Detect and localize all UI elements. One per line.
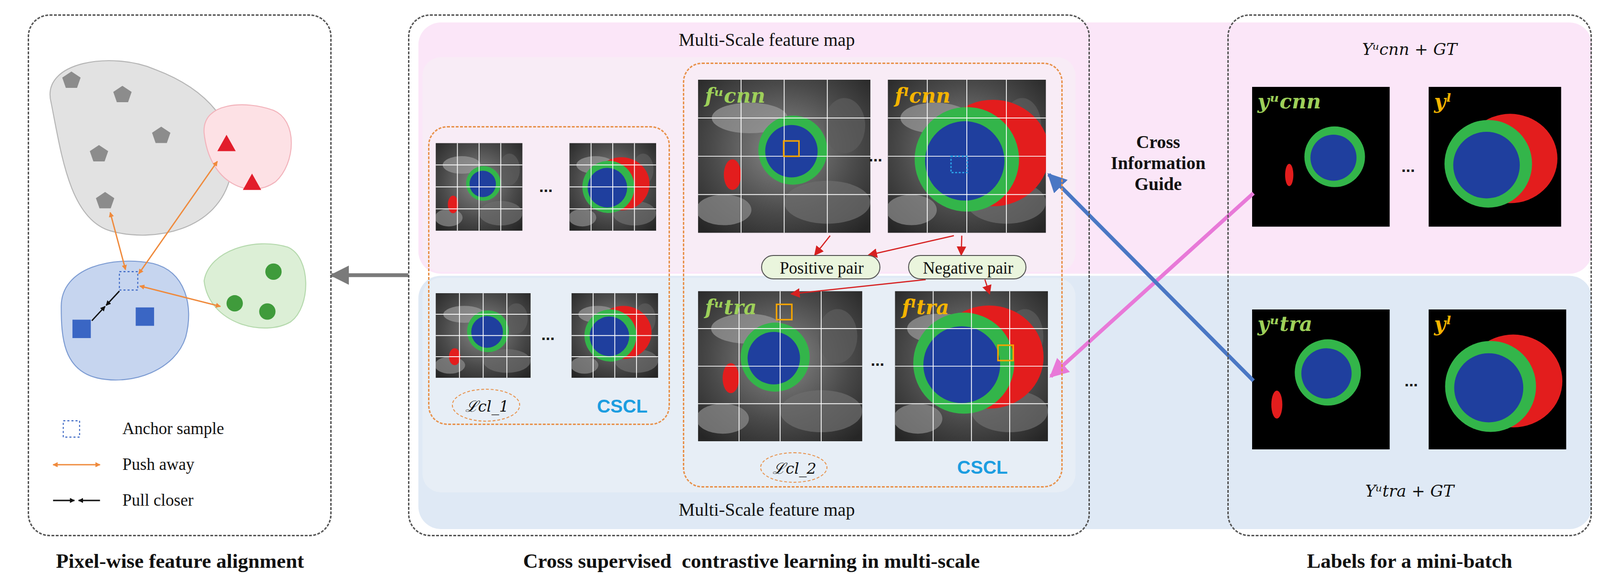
image-group [434, 79, 1567, 450]
pink-cluster [204, 104, 292, 189]
node-text: Multi-Scale feature map [678, 499, 855, 521]
scan-image [1428, 86, 1562, 227]
guide-label: Cross Information Guide [1098, 132, 1218, 195]
connector-arrow [814, 235, 830, 256]
label-map: yˡ [1430, 310, 1569, 451]
ellipsis: ... [1401, 156, 1415, 176]
node-text: yᵘcnn [1257, 90, 1321, 114]
node-text: Multi-Scale feature map [678, 29, 855, 51]
pentagons [62, 71, 171, 209]
pull-arrows [91, 291, 120, 321]
scan-image [696, 291, 863, 441]
label-map: yˡ [1430, 88, 1563, 229]
feature-map: fˡtra [897, 293, 1051, 444]
labels-panel: Yᵘcnn + GTYᵘtra + GTLabels for a mini-ba… [1227, 14, 1592, 536]
legend-text: Push away [122, 454, 195, 474]
legend-anchor-sample [63, 420, 80, 437]
node-text: yᵘtra [1257, 312, 1313, 336]
pair-pill: Negative pair [908, 254, 1027, 280]
node-text: Yᵘcnn + GT [1362, 40, 1458, 59]
loss-oval: ℒcl_2 [760, 451, 828, 483]
node-text: fᵘcnn [704, 84, 766, 108]
connector-arrow [961, 235, 962, 256]
node-text: Negative pair [922, 258, 1014, 278]
node-text: CSCL [957, 456, 1008, 479]
node-text: Labels for a mini-batch [1307, 548, 1513, 573]
ellipsis: ... [539, 177, 553, 197]
legend-pull-sample [78, 499, 101, 502]
feature-map: fᵘtra [700, 293, 866, 444]
node-text: fˡtra [901, 295, 950, 319]
scan-image [1252, 86, 1391, 227]
scale-box: CSCL ℒcl_1 [428, 125, 670, 426]
node-text: fˡcnn [894, 84, 951, 108]
cscl-panel: Multi-Scale feature mapMulti-Scale featu… [407, 14, 1090, 536]
connector-arrow [1048, 174, 1254, 381]
node-text: ℒcl_1 [465, 397, 510, 415]
legend-push-sample [52, 463, 100, 466]
green-cluster [204, 243, 306, 328]
node-text: Pixel-wise feature alignment [55, 548, 304, 573]
feature-map: fᵘcnn [700, 82, 874, 236]
ellipsis: ... [870, 350, 885, 370]
node-text: ℒcl_2 [772, 459, 817, 478]
legend-text: Anchor sample [122, 418, 225, 439]
blue-cluster [61, 261, 189, 380]
node-text: CSCL [596, 395, 648, 417]
blue-band [418, 275, 1592, 529]
node-text: Cross supervised contrastive learning in… [522, 548, 980, 573]
label-map: yᵘcnn [1253, 88, 1392, 229]
scan-image [434, 292, 531, 378]
push-arrows [110, 161, 221, 307]
scan-image [886, 79, 1050, 233]
ellipsis: ... [1404, 371, 1418, 390]
inner-ground [422, 57, 1076, 272]
sample-markers [776, 140, 1014, 361]
pink-band [418, 22, 1592, 274]
scale-box: CSCL fᵘcnn fˡcnnPositive pair Negative pair… [682, 62, 1063, 488]
ellipsis: ... [541, 325, 555, 345]
scan-image [696, 79, 871, 233]
scan-image [1252, 309, 1391, 450]
scan-image [1428, 309, 1567, 450]
triangles [217, 134, 262, 190]
squares [72, 307, 155, 338]
node-text: Yᵘtra + GT [1365, 481, 1454, 501]
node-text: yˡ [1433, 312, 1452, 336]
inner-ground [422, 277, 1076, 492]
feature-map: fˡcnn [890, 82, 1049, 236]
pair-pill: Positive pair [761, 254, 881, 280]
node-text: yˡ [1433, 90, 1452, 114]
scan-image [570, 292, 659, 378]
circles [226, 263, 282, 320]
legend-pull-sample [52, 499, 75, 502]
node-text: Positive pair [779, 258, 864, 278]
ellipsis: ... [868, 146, 883, 166]
legend-text: Pull closer [122, 490, 194, 510]
node-text: fᵘtra [704, 295, 757, 319]
anchor-square [119, 271, 138, 290]
scan-image [568, 142, 657, 231]
grey-cluster [50, 60, 233, 235]
scan-image [434, 142, 523, 231]
connector-arrow [868, 235, 954, 256]
loss-oval: ℒcl_1 [451, 388, 521, 421]
scan-image [893, 291, 1048, 441]
connector-arrow [984, 279, 990, 294]
connector-arrow [791, 279, 926, 294]
label-map: yᵘtra [1253, 310, 1392, 451]
connector-arrow [331, 272, 408, 277]
